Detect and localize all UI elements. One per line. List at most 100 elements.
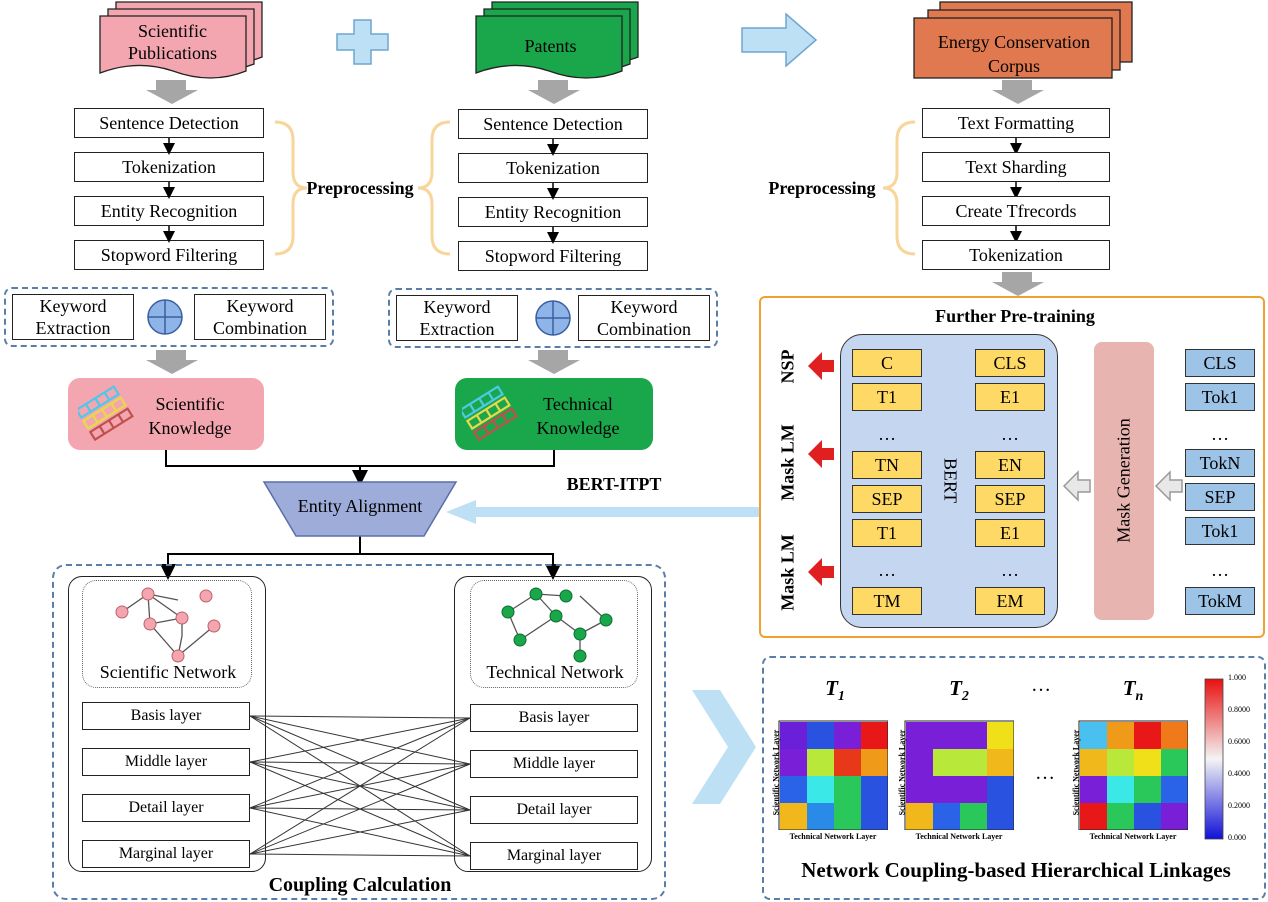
step-entity-recognition: Entity Recognition	[458, 197, 648, 227]
scale-label: 0.2000	[1228, 801, 1250, 810]
bert-out-cell: C	[852, 349, 922, 377]
linkages-title: Network Coupling-based Hierarchical Link…	[801, 858, 1231, 882]
chevron-right-icon	[692, 690, 756, 804]
bert-out-cell: T1	[852, 383, 922, 411]
keyword-extraction-box: Keyword Extraction	[396, 295, 518, 341]
t-subscript: 2	[961, 689, 969, 705]
x-axis-label: Technical Network Layer	[789, 832, 877, 841]
bert-itpt-arrow-icon	[446, 500, 760, 524]
layer-basis: Basis layer	[82, 702, 250, 730]
scientific-publications-doc-icon	[99, 1, 263, 79]
technical-network-graph-icon	[501, 587, 613, 663]
ellipsis: …	[1001, 560, 1019, 580]
knowledge-stack-icon	[78, 385, 134, 442]
circle-plus-icon	[147, 299, 183, 335]
t-subscript: 1	[837, 689, 845, 705]
patents-doc-icon	[475, 1, 639, 79]
x-axis-label: Technical Network Layer	[1089, 832, 1177, 841]
token-cell: TokM	[1185, 587, 1255, 615]
y-axis-label: Scientific Network Layer	[1071, 729, 1081, 816]
y-axis-label: Scientific Network Layer	[771, 729, 781, 816]
bert-emb-cell: CLS	[975, 349, 1045, 377]
scale-label: 0.000	[1228, 833, 1246, 842]
step-sentence-detection: Sentence Detection	[74, 108, 264, 138]
bert-emb-cell: EN	[975, 451, 1045, 479]
keyword-combination-box: Keyword Combination	[194, 294, 326, 340]
t-letter: T	[1122, 676, 1136, 700]
ellipsis: …	[1031, 674, 1051, 696]
ellipsis: …	[878, 560, 896, 580]
red-arrow-icon	[808, 558, 834, 586]
mask-generation-panel	[1094, 342, 1154, 620]
right-arrow-icon	[741, 12, 818, 68]
t-letter: T	[949, 676, 962, 700]
ellipsis: …	[1035, 762, 1055, 784]
layer-detail: Detail layer	[82, 794, 250, 822]
x-axis-label: Technical Network Layer	[915, 832, 1003, 841]
scientific-knowledge-label: Scientific Knowledge	[148, 394, 232, 438]
layer-middle: Middle layer	[470, 750, 638, 778]
step-tokenization: Tokenization	[922, 240, 1110, 270]
ellipsis: …	[1001, 424, 1019, 444]
step-tokenization: Tokenization	[74, 152, 264, 182]
red-arrow-icon	[808, 352, 834, 380]
red-arrow-icon	[808, 440, 834, 468]
token-cell: SEP	[1185, 483, 1255, 511]
token-cell: Tok1	[1185, 517, 1255, 545]
circle-plus-icon	[535, 300, 571, 336]
bert-out-cell: TM	[852, 587, 922, 615]
bert-emb-cell: E1	[975, 519, 1045, 547]
layer-middle: Middle layer	[82, 748, 250, 776]
entity-alignment-shape	[262, 481, 458, 537]
keyword-group-scientific	[4, 287, 334, 347]
scientific-knowledge-box	[68, 378, 264, 450]
token-cell: TokN	[1185, 449, 1255, 477]
bert-out-cell: SEP	[852, 485, 922, 513]
scientific-publications-label: Scientific Publications	[128, 21, 217, 63]
layer-marginal: Marginal layer	[470, 842, 638, 870]
t-label-1: T1	[812, 676, 858, 705]
down-arrow-icon	[528, 350, 580, 374]
layer-marginal: Marginal layer	[82, 840, 250, 868]
step-sentence-detection: Sentence Detection	[458, 109, 648, 139]
coupling-title: Coupling Calculation	[268, 874, 452, 896]
layer-basis: Basis layer	[470, 704, 638, 732]
entity-alignment-label: Entity Alignment	[297, 496, 423, 516]
preprocessing-label: Preprocessing	[768, 178, 876, 198]
scale-label: 0.6000	[1228, 737, 1250, 746]
down-arrow-icon	[992, 272, 1044, 296]
heatmap-2	[904, 720, 1014, 830]
corpus-doc-icon	[913, 1, 1133, 79]
down-arrow-icon	[992, 80, 1044, 104]
scientific-network-panel	[68, 576, 266, 872]
scientific-network-graph-icon	[115, 587, 221, 663]
token-cell: CLS	[1185, 349, 1255, 377]
bert-itpt-label: BERT-ITPT	[566, 474, 662, 494]
ellipsis: …	[878, 424, 896, 444]
keyword-combination-box: Keyword Combination	[578, 295, 710, 341]
technical-graph-frame	[470, 580, 638, 688]
down-arrow-icon	[146, 80, 198, 104]
pretraining-title: Further Pre-training	[935, 306, 1095, 326]
pretraining-frame	[759, 296, 1265, 638]
t-letter: T	[825, 676, 838, 700]
step-text-sharding: Text Sharding	[922, 152, 1110, 182]
step-create-tfrecords: Create Tfrecords	[922, 196, 1110, 226]
preprocessing-label: Preprocessing	[306, 178, 414, 198]
heatmap-1	[778, 720, 888, 830]
layer-detail: Detail layer	[470, 796, 638, 824]
left-arrow-icon	[1154, 470, 1183, 502]
step-entity-recognition: Entity Recognition	[74, 196, 264, 226]
token-cell: Tok1	[1185, 383, 1255, 411]
bert-out-cell: T1	[852, 519, 922, 547]
knowledge-stack-icon	[462, 385, 518, 442]
keyword-group-technical	[388, 288, 718, 348]
scale-label: 0.8000	[1228, 705, 1250, 714]
heatmap-n	[1078, 720, 1188, 830]
y-axis-label: Scientific Network Layer	[897, 729, 907, 816]
plus-icon	[336, 19, 389, 65]
left-arrow-icon	[1062, 470, 1091, 502]
down-arrow-icon	[146, 350, 198, 374]
down-arrow-icon	[528, 80, 580, 104]
